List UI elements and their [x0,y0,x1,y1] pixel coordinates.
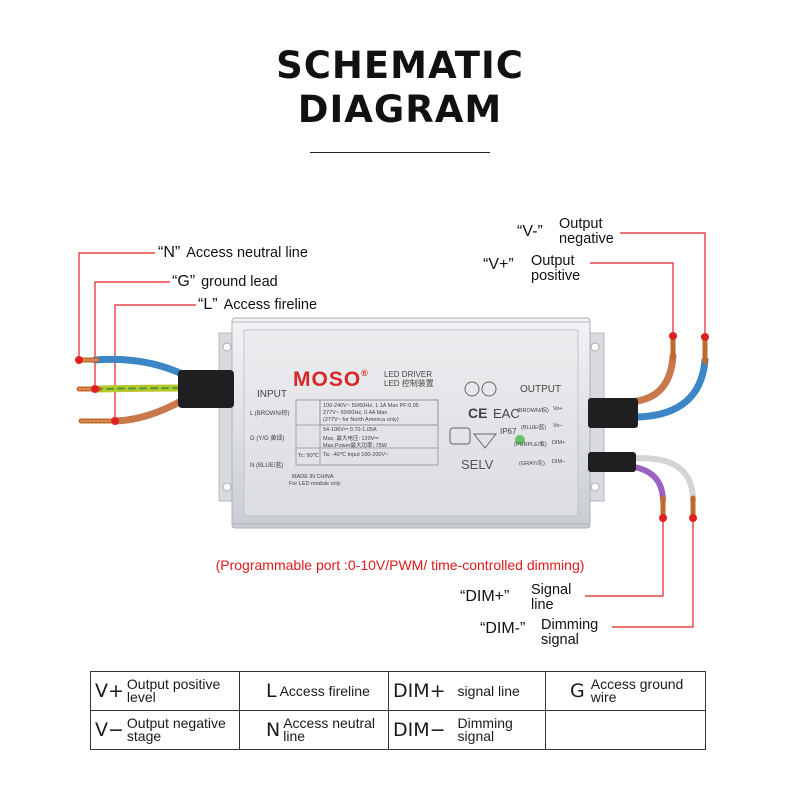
legend-cell: N Access neutral line [239,710,389,750]
spec-ta: Ta: -40℃ Input 100-200V~ [323,452,389,458]
callout-dimplus-code: “DIM+” [460,588,510,605]
callout-l: “L” Access fireline [198,297,317,313]
legend-cell: V+ Output positive level [90,671,240,711]
brand-logo: MOSO® [293,368,369,392]
legend-row: V− Output negative stage N Access neutra… [90,710,706,750]
callout-dimminus-code: “DIM-” [480,620,526,637]
callout-n-text: Access neutral line [186,245,308,261]
for-led-label: For LED module only [289,481,341,487]
callout-lines-right [585,232,706,628]
callout-line-vminus [620,232,706,337]
driver-type-label: LED DRIVER LED 控制装置 [384,370,434,388]
made-in-label: MADE IN CHINA [292,474,334,480]
cert-ce: CE [468,405,488,421]
output-brown-label: (BROWN/棕) [517,408,549,414]
diagram-title: SCHEMATIC DIAGRAM [0,44,800,132]
output-heading: OUTPUT [520,384,562,395]
callout-lines-left [78,252,196,422]
legend-cell: DIM+ signal line [388,671,546,711]
input-n-label: N (BLUE/蓝) [250,463,284,469]
output-dimminus-label: DIM− [552,459,566,465]
input-l-label: L (BROWN/棕) [250,411,290,417]
output-gray-label: (GRAY/灰) [519,461,545,467]
callout-g: “G” ground lead [172,274,278,290]
blue-output-wire [621,356,709,421]
output-vminus-label: Vo− [553,423,563,429]
legend-symbol: G [570,680,585,702]
legend-description: Output negative stage [126,715,226,744]
spec-tc: Tc: 90℃ [298,453,319,459]
callout-vplus-code: “V+” [483,256,514,273]
spec-output-line-2: Max. 最大电压: 120V⎓ [323,436,379,442]
callout-n: “N” Access neutral line [158,245,308,261]
title-underline [310,152,490,153]
spec-input-line-2: 277V~ 50/60Hz, 0.4A Max [323,410,388,416]
legend-description: Access neutral line [283,715,376,744]
legend-cell: V− Output negative stage [90,710,240,750]
callout-l-text: Access fireline [223,297,318,313]
callout-vminus-code: “V-” [517,223,543,240]
title-line-2: DIAGRAM [297,88,503,131]
spec-output-line-1: 54-106V⎓ 0.70-1.05A [323,427,377,433]
input-g-label: G (Y/G 黄绿) [250,436,285,442]
output-purple-label: (PURPLE/紫) [514,442,547,448]
brand-registered: ® [361,368,369,378]
blue-input-wire [91,355,194,382]
legend-table: V+ Output positive level L Access fireli… [90,671,706,750]
legend-symbol: DIM− [393,719,446,741]
spec-output-line-3: Max.Power最大功率: 75W [323,443,387,449]
cert-eac: EAC [493,406,520,421]
callout-line-dimplus [585,518,664,597]
output-vplus-label: Vo+ [553,406,563,412]
callout-line-vplus [590,262,674,336]
spec-input-line-3: (277V~ for North America only) [323,417,399,423]
callout-line-dimminus [612,518,694,628]
output-blue-label: (BLUE/蓝) [521,425,547,431]
legend-symbol: L [266,680,277,702]
legend-description: signal line [457,682,520,699]
callout-line-g [94,281,170,389]
callout-line-n [78,252,155,360]
callout-line-l [114,304,196,422]
driver-label-plate [243,329,579,517]
output-dim-cable-sheath [588,452,636,472]
callout-dimminus-text: Dimming signal [541,617,599,648]
legend-description: Access ground wire [590,676,684,705]
gray-output-wire [622,455,696,503]
input-cable-sheath [178,370,234,408]
callout-n-code: “N” [158,244,181,261]
legend-symbol: V− [95,719,124,741]
title-line-1: SCHEMATIC [276,44,524,87]
callout-dimplus-text: Signal line [531,582,572,613]
cert-selv: SELV [461,457,494,472]
spec-input-line-1: 100-240V~ 50/60Hz, 1.1A Max PF:0.95 [323,403,419,409]
callout-vplus-text: Output positive [531,253,581,284]
legend-cell: DIM− Dimming signal [388,710,546,750]
legend-cell-empty [545,710,706,750]
legend-description: Access fireline [279,682,370,699]
output-power-cable-sheath [588,398,638,428]
legend-cell: G Access ground wire [545,671,706,711]
cert-ip: IP67 [500,427,517,436]
legend-symbol: DIM+ [393,680,446,702]
legend-symbol: N [266,719,281,741]
legend-row: V+ Output positive level L Access fireli… [90,671,706,711]
programmable-port-note: (Programmable port :0-10V/PWM/ time-cont… [215,557,585,573]
legend-symbol: V+ [95,680,124,702]
output-dimplus-label: DIM+ [552,440,566,446]
legend-description: Dimming signal [457,715,513,744]
callout-vminus-text: Output negative [559,216,614,247]
callout-l-code: “L” [198,296,218,313]
input-heading: INPUT [257,389,287,400]
brand-name: MOSO [293,368,362,391]
callout-g-code: “G” [172,273,196,290]
legend-description: Output positive level [126,676,221,705]
callout-g-text: ground lead [201,274,278,290]
brown-output-wire [621,352,677,406]
legend-cell: L Access fireline [239,671,389,711]
